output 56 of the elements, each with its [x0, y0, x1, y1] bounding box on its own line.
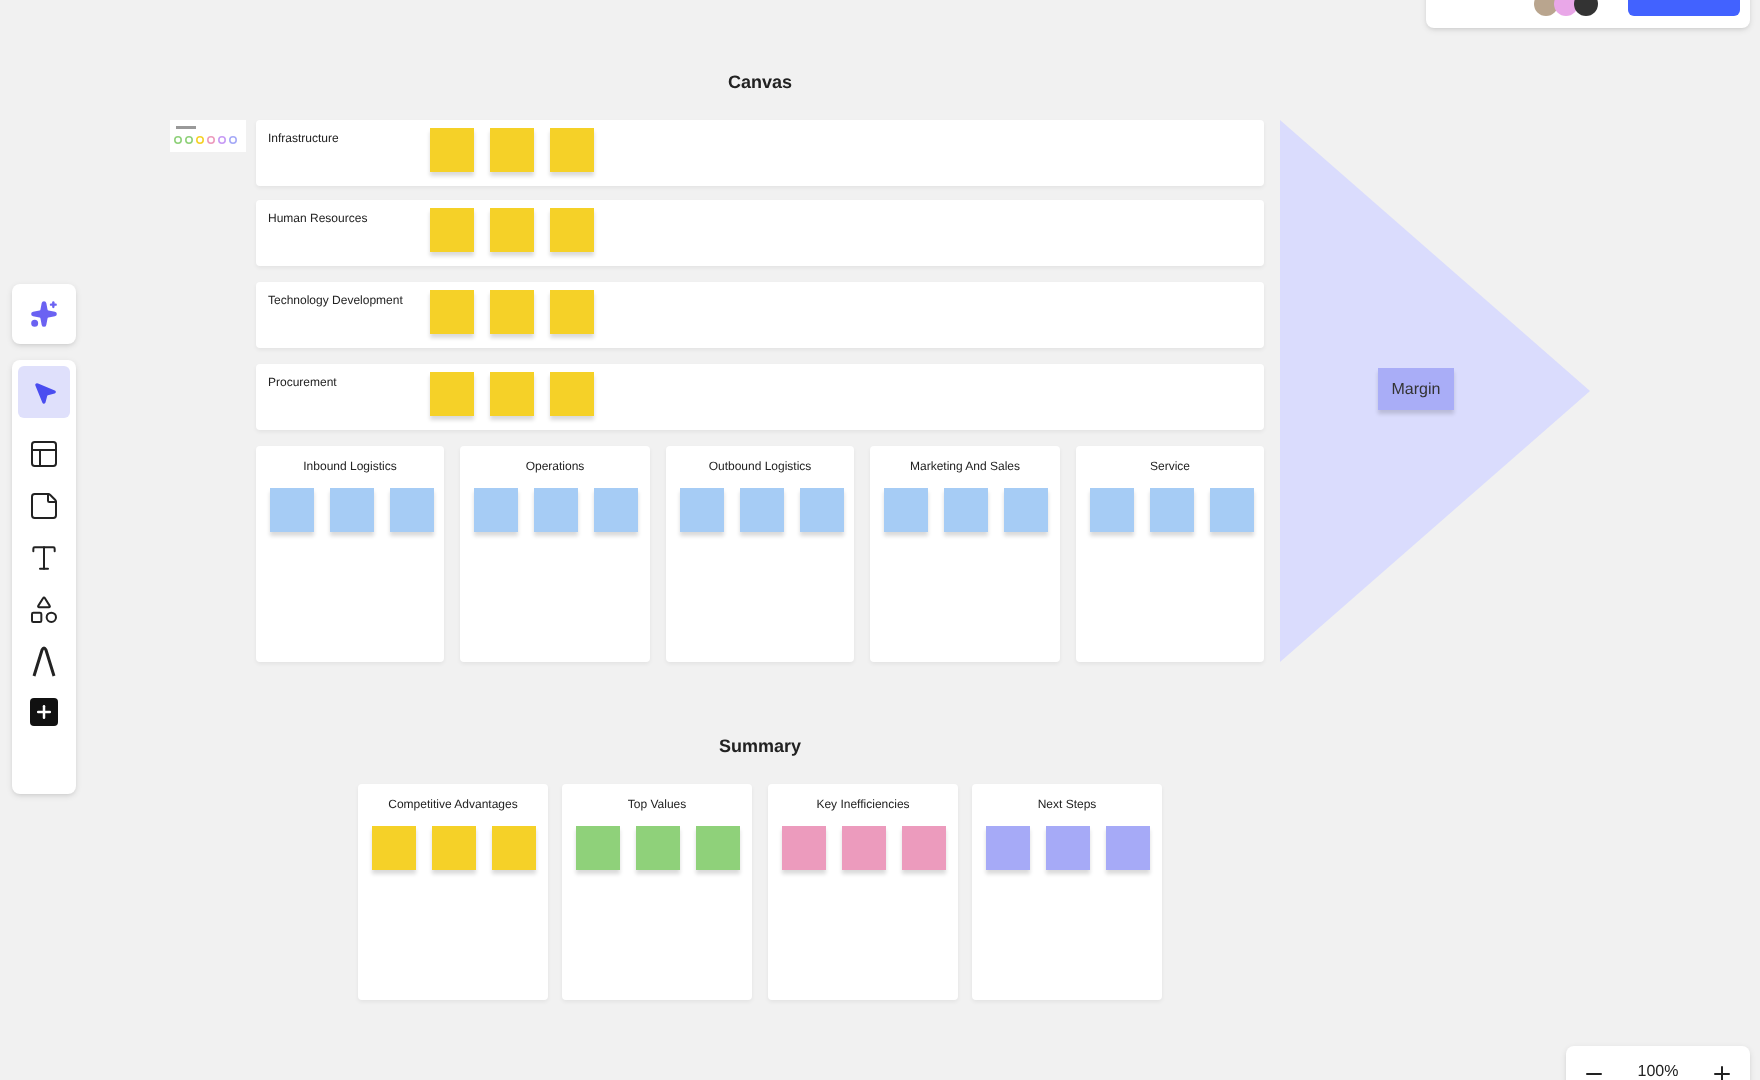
sticky-note	[490, 290, 534, 334]
sticky-note	[550, 372, 594, 416]
sticky-note	[430, 372, 474, 416]
sticky-note	[270, 488, 314, 532]
activity-row	[256, 120, 1264, 186]
sticky-note	[550, 208, 594, 252]
activity-row	[256, 200, 1264, 266]
sticky-note	[782, 826, 826, 870]
sticky-note	[696, 826, 740, 870]
sticky-note	[1210, 488, 1254, 532]
activity-card	[666, 446, 854, 662]
activity-card	[562, 784, 752, 1000]
sticky-note	[1090, 488, 1134, 532]
sticky-note	[534, 488, 578, 532]
sticky-note	[1004, 488, 1048, 532]
sticky-note	[430, 290, 474, 334]
sticky-note	[490, 208, 534, 252]
sticky-note	[594, 488, 638, 532]
sticky-note	[372, 826, 416, 870]
sticky-note	[432, 826, 476, 870]
sticky-note	[1046, 826, 1090, 870]
activity-card	[870, 446, 1060, 662]
activity-card	[256, 446, 444, 662]
sticky-note	[430, 128, 474, 172]
sticky-note	[492, 826, 536, 870]
sticky-note	[490, 372, 534, 416]
section-heading: Canvas	[725, 70, 795, 96]
sticky-note	[1106, 826, 1150, 870]
sticky-note	[986, 826, 1030, 870]
sticky-note	[902, 826, 946, 870]
activity-card	[1076, 446, 1264, 662]
sticky-note	[390, 488, 434, 532]
activity-row	[256, 282, 1264, 348]
activity-row	[256, 364, 1264, 430]
sticky-note	[330, 488, 374, 532]
sticky-note	[944, 488, 988, 532]
activity-card	[358, 784, 548, 1000]
sticky-note	[636, 826, 680, 870]
sticky-note	[800, 488, 844, 532]
activity-card	[972, 784, 1162, 1000]
sticky-note	[550, 128, 594, 172]
sticky-note	[740, 488, 784, 532]
sticky-note	[680, 488, 724, 532]
sticky-note	[474, 488, 518, 532]
sticky-note	[842, 826, 886, 870]
activity-card	[460, 446, 650, 662]
sticky-note	[550, 290, 594, 334]
sticky-note	[1150, 488, 1194, 532]
sticky-note: Margin	[1378, 368, 1454, 410]
section-heading: Summary	[716, 734, 804, 760]
sticky-note	[490, 128, 534, 172]
sticky-note	[884, 488, 928, 532]
sticky-note	[576, 826, 620, 870]
sticky-note	[430, 208, 474, 252]
activity-card	[768, 784, 958, 1000]
zoom-level: 100%	[1637, 1062, 1679, 1080]
